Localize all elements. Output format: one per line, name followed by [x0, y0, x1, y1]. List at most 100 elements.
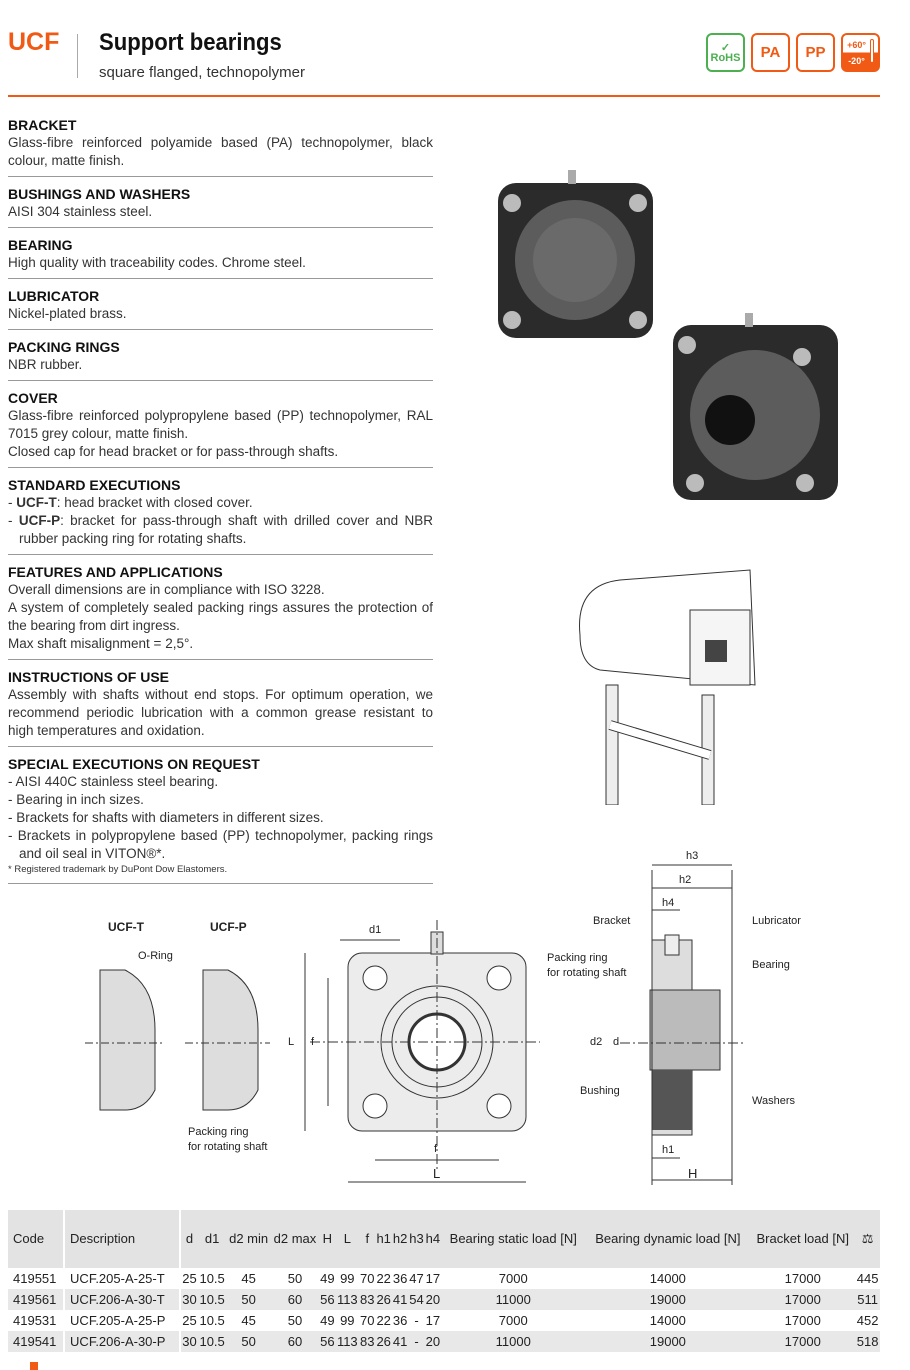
table-cell: 36: [392, 1271, 408, 1286]
bearing-label: Bearing: [752, 959, 790, 971]
column-header: Description: [64, 1210, 182, 1268]
spec-text: Closed cap for head bracket or for pass-…: [8, 444, 339, 459]
table-cell: 445: [856, 1271, 879, 1286]
thermometer-icon: [870, 39, 874, 63]
spec-heading: SPECIAL EXECUTIONS ON REQUEST: [8, 756, 260, 772]
table-cell: 419561: [8, 1289, 66, 1310]
column-header: Bearing static load [N]: [441, 1210, 586, 1268]
item-text: : head bracket with closed cover.: [56, 495, 253, 510]
page-marker: [30, 1362, 38, 1370]
column-header: f: [359, 1210, 376, 1268]
column-header: h2: [391, 1210, 409, 1268]
spec-text: Overall dimensions are in compliance wit…: [8, 582, 325, 597]
table-cell: 22: [376, 1271, 391, 1286]
column-header: L: [335, 1210, 360, 1268]
list-item: - Bearing in inch sizes.: [8, 792, 144, 807]
check-icon: ✓: [720, 41, 731, 54]
column-header: d2 min: [226, 1210, 271, 1268]
dim-h1: h1: [662, 1144, 675, 1156]
table-cell: 14000: [649, 1313, 686, 1328]
table-cell: -: [408, 1331, 425, 1352]
product-code: UCF: [8, 28, 60, 56]
bushing-label: Bushing: [580, 1085, 620, 1097]
table-cell: 19000: [585, 1331, 751, 1352]
weight-icon: ⚖: [855, 1210, 880, 1268]
list-item: - Brackets for shafts with diameters in …: [8, 810, 324, 825]
table-cell: 14000: [649, 1271, 686, 1286]
table-cell: 10.5: [199, 1313, 225, 1328]
spec-special-executions: SPECIAL EXECUTIONS ON REQUEST - AISI 440…: [8, 755, 433, 884]
table-cell: 60: [270, 1289, 320, 1310]
item-code: UCF-P: [18, 513, 61, 528]
table-cell: 7000: [498, 1313, 528, 1328]
rohs-badge: ✓RoHS: [706, 33, 745, 72]
page-subtitle: square flanged, technopolymer: [99, 64, 305, 81]
table-cell: 113: [335, 1331, 360, 1352]
table-cell: 50: [287, 1271, 303, 1286]
item-text: Brackets for shafts with diameters in di…: [16, 810, 324, 825]
dim-h4: h4: [662, 897, 675, 909]
table-cell: 113: [335, 1289, 360, 1310]
item-text: : bracket for pass-through shaft with dr…: [19, 513, 434, 546]
table-cell: 47: [409, 1271, 424, 1286]
table-cell: 20: [424, 1289, 442, 1310]
spec-heading: LUBRICATOR: [8, 288, 100, 304]
spec-heading: BEARING: [8, 237, 73, 253]
table-cell: 83: [359, 1331, 376, 1352]
table-cell: 30: [180, 1331, 198, 1352]
dim-f: f: [434, 1143, 438, 1155]
bearing-ucf-p-photo: [673, 313, 838, 500]
column-header: Bearing dynamic load [N]: [585, 1210, 751, 1268]
dim-d: d: [613, 1036, 620, 1048]
spec-bearing: BEARING High quality with traceability co…: [8, 236, 433, 279]
header-rule: [8, 95, 880, 97]
table-cell: 26: [375, 1331, 392, 1352]
bracket-label: Bracket: [593, 915, 631, 927]
table-cell: 30: [180, 1289, 198, 1310]
table-cell: UCF.205-A-25-T: [64, 1268, 182, 1289]
table-cell: 10.5: [197, 1289, 227, 1310]
packing-ring-label: Packing ring: [188, 1126, 249, 1138]
product-photo: [498, 170, 838, 500]
lubricator-label: Lubricator: [752, 915, 801, 927]
dim-d2: d2: [590, 1036, 603, 1048]
table-cell: 419531: [8, 1310, 66, 1331]
bearing-ucf-t-photo: [498, 170, 653, 338]
spec-text: NBR rubber.: [8, 357, 83, 372]
list-item: - AISI 440C stainless steel bearing.: [8, 774, 219, 789]
column-header: d2 max: [270, 1210, 320, 1268]
table-cell: 49: [320, 1271, 335, 1286]
table-cell: 10.5: [197, 1331, 227, 1352]
dim-H: H: [688, 1166, 698, 1181]
table-cell: 17000: [750, 1289, 856, 1310]
column-header: d: [180, 1210, 198, 1268]
table-cell: 17: [425, 1313, 441, 1328]
application-illustration: [579, 569, 756, 805]
spec-lubricator: LUBRICATOR Nickel-plated brass.: [8, 287, 433, 330]
spec-text: AISI 304 stainless steel.: [8, 204, 153, 219]
page-title: Support bearings: [99, 29, 282, 56]
dim-h3: h3: [686, 850, 699, 862]
table-cell: 56: [319, 1331, 336, 1352]
spec-text: Nickel-plated brass.: [8, 306, 127, 321]
table-cell: -: [414, 1313, 419, 1328]
spec-text: High quality with traceability codes. Ch…: [8, 255, 306, 270]
table-cell: 50: [226, 1331, 271, 1352]
temp-min: -20°: [848, 55, 865, 66]
table-cell: UCF.206-A-30-T: [64, 1289, 182, 1310]
table-cell: 11000: [441, 1289, 586, 1310]
packing-ring-section-label: Packing ring: [547, 952, 608, 964]
column-header: H: [319, 1210, 336, 1268]
table-cell: 45: [241, 1313, 256, 1328]
table-cell: 25: [182, 1313, 197, 1328]
spec-text: A system of completely sealed packing ri…: [8, 600, 433, 633]
